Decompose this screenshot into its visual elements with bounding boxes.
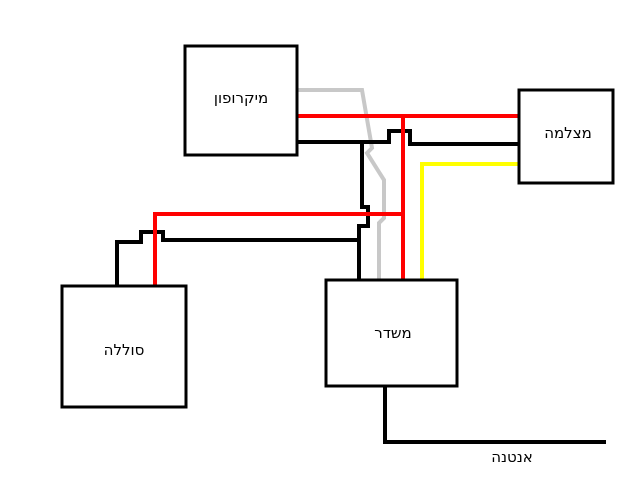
camera-box: מצלמה — [517, 88, 615, 185]
wires — [115, 88, 606, 444]
transmitter-box: משדר — [324, 278, 459, 388]
antenna-wire — [383, 386, 606, 444]
black-wire-battery — [115, 230, 359, 287]
gray-wire — [297, 88, 386, 280]
antenna-label: אנטנה — [491, 448, 533, 466]
transmitter-label: משדר — [374, 324, 411, 342]
microphone-label: מיקרופון — [214, 89, 268, 107]
camera-label: מצלמה — [544, 124, 592, 142]
red-wire-battery — [153, 212, 403, 287]
battery-label: סוללה — [104, 341, 145, 359]
yellow-wire — [420, 162, 519, 280]
microphone-box: מיקרופון — [183, 44, 299, 157]
black-wire-camera — [362, 129, 519, 146]
black-wire-mic-to-transmitter — [297, 140, 370, 280]
battery-box: סוללה — [60, 284, 188, 409]
